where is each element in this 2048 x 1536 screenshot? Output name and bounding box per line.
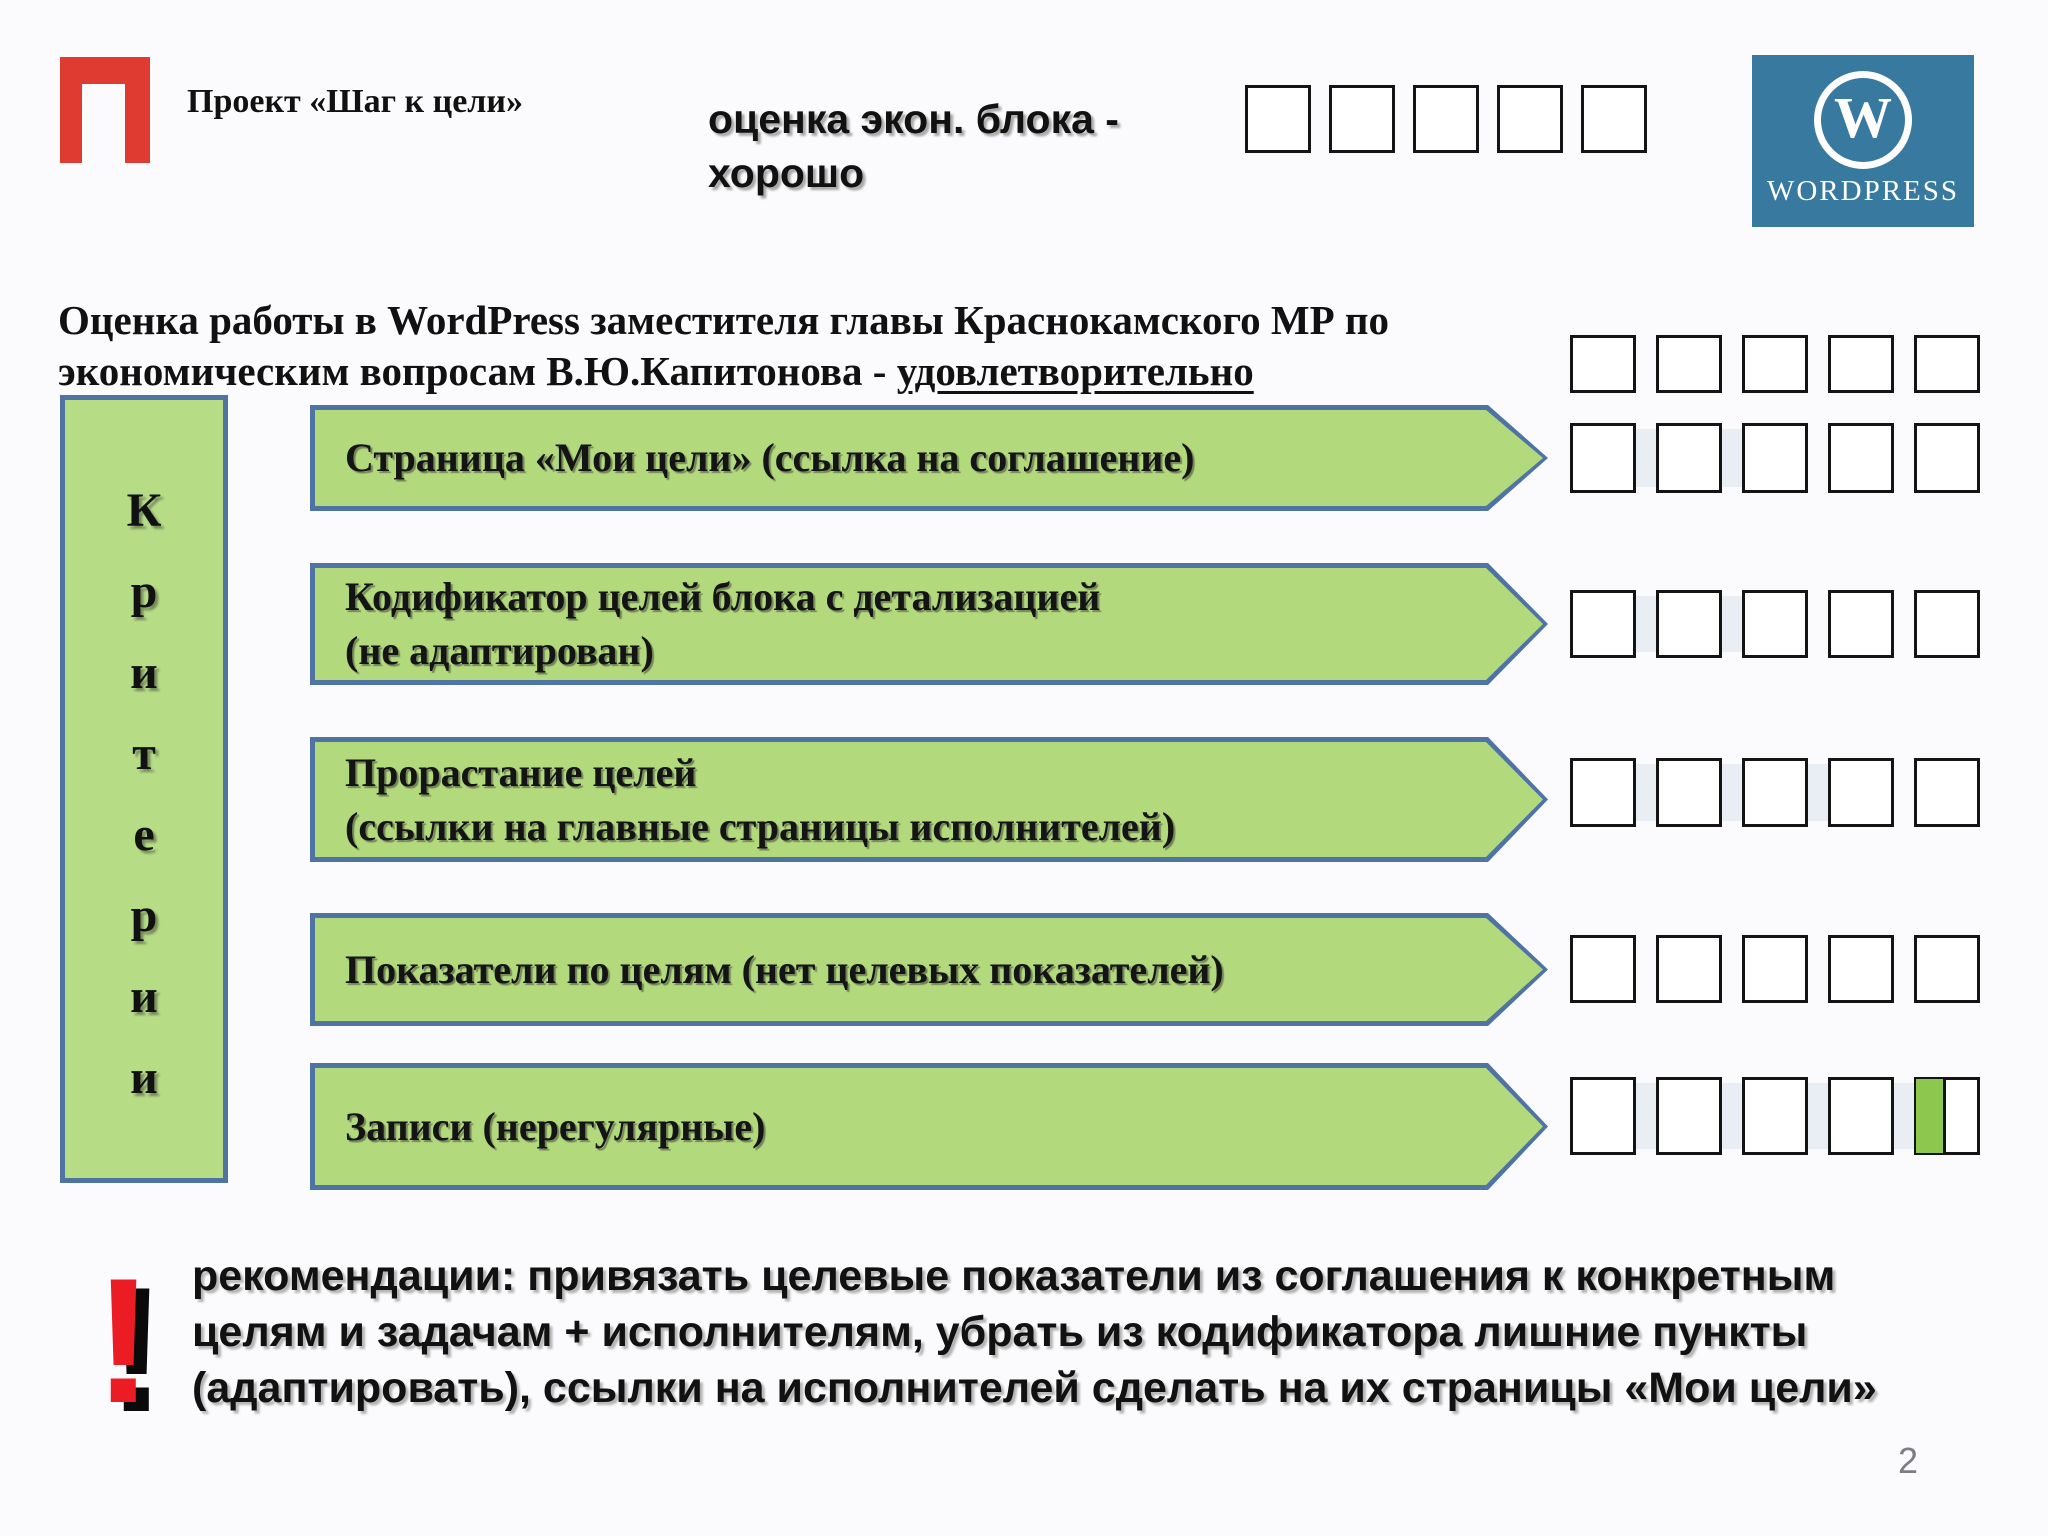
criterion-3-label-line2: (ссылки на главные страницы исполнителей… — [345, 803, 1176, 849]
rating-square-white — [1656, 935, 1722, 1003]
criterion-4-label: Показатели по целям (нет целевых показат… — [345, 946, 1224, 992]
rating-square-green — [1570, 1077, 1636, 1155]
heading-overall-grade: удовлетворительно — [896, 348, 1254, 394]
rating-square-white — [1570, 935, 1636, 1003]
rating-square-green — [1828, 1077, 1894, 1155]
criterion-arrow-3-body: Прорастание целей (ссылки на главные стр… — [315, 742, 1543, 857]
wordpress-monogram-letter: W — [1834, 85, 1892, 150]
criterion-arrow-1: Страница «Мои цели» (ссылка на соглашени… — [310, 405, 1548, 511]
recommendations-line1: рекомендации: привязать целевые показате… — [192, 1252, 1836, 1300]
rating-square-green — [1570, 423, 1636, 493]
criteria-letter: К — [126, 484, 162, 537]
criterion-arrow-1-body: Страница «Мои цели» (ссылка на соглашени… — [315, 410, 1543, 506]
rating-square-green — [1742, 335, 1808, 393]
econ-rating-line2: хорошо — [708, 150, 865, 196]
criterion-5-label: Записи (нерегулярные) — [345, 1103, 766, 1149]
criterion-arrow-2-body: Кодификатор целей блока с детализацией (… — [315, 568, 1543, 680]
wordpress-monogram-icon: W — [1814, 71, 1912, 169]
heading-line1: Оценка работы в WordPress заместителя гл… — [58, 297, 1389, 343]
criterion-1-label: Страница «Мои цели» (ссылка на соглашени… — [345, 435, 1195, 480]
criterion-arrow-4-body: Показатели по целям (нет целевых показат… — [315, 918, 1543, 1021]
criteria-letter: и — [130, 646, 158, 699]
rating-square-white — [1581, 85, 1647, 153]
heading-line2-prefix: экономическим вопросам В.Ю.Капитонова - — [58, 348, 897, 394]
wordpress-wordmark: WORDPRESS — [1766, 175, 1960, 207]
criteria-letter: и — [130, 970, 158, 1023]
rating-square-white — [1828, 423, 1894, 493]
criterion-1-rating-squares — [1570, 423, 1980, 493]
criterion-arrow-5: Записи (нерегулярные) — [310, 1063, 1548, 1190]
rating-square-green — [1742, 1077, 1808, 1155]
rating-square-white — [1828, 935, 1894, 1003]
page-number: 2 — [1898, 1440, 1919, 1481]
rating-square-white — [1914, 335, 1980, 393]
criterion-2-label-line2: (не адаптирован) — [345, 628, 654, 673]
econ-block-rating-label: оценка экон. блока - хорошо — [708, 92, 1228, 200]
rating-square-green — [1570, 590, 1636, 658]
rating-square-white — [1914, 590, 1980, 658]
rating-square-green — [1742, 590, 1808, 658]
rating-square-white — [1742, 935, 1808, 1003]
criterion-3-label: Прорастание целей — [345, 749, 697, 795]
project-logo-notch — [82, 84, 125, 163]
rating-square-light — [1413, 85, 1479, 153]
recommendations-line3: (адаптировать), ссылки на исполнителей с… — [192, 1364, 1877, 1412]
criterion-5-rating-squares — [1570, 1077, 1980, 1155]
slide-heading: Оценка работы в WordPress заместителя гл… — [58, 295, 1598, 397]
criterion-arrow-3: Прорастание целей (ссылки на главные стр… — [310, 737, 1548, 862]
rating-square-green — [1656, 590, 1722, 658]
criteria-letter: е — [133, 808, 155, 861]
rating-square-light — [1329, 85, 1395, 153]
rating-square-green — [1245, 85, 1311, 153]
rating-square-white — [1828, 335, 1894, 393]
rating-square-green — [1570, 335, 1636, 393]
rating-square-green — [1656, 423, 1722, 493]
recommendations-line2: целям и задачам + исполнителям, убрать и… — [192, 1308, 1808, 1356]
rating-square-partial-fill — [1916, 1079, 1946, 1153]
econ-rating-line1: оценка экон. блока - — [708, 96, 1119, 142]
rating-square-green — [1656, 758, 1722, 827]
criterion-4-rating-squares — [1570, 935, 1980, 1003]
rating-square-white — [1828, 590, 1894, 658]
overall-rating-squares — [1570, 335, 1980, 393]
rating-square-green — [1570, 758, 1636, 827]
rating-square-green — [1656, 1077, 1722, 1155]
criterion-2-label: Кодификатор целей блока с детализацией — [345, 574, 1101, 619]
criterion-2-rating-squares — [1570, 590, 1980, 658]
criteria-bar: К р и т е р и и — [60, 395, 228, 1183]
criterion-3-rating-squares — [1570, 758, 1980, 827]
rating-square-white — [1914, 423, 1980, 493]
criteria-letter: т — [132, 727, 156, 780]
criterion-arrow-5-body: Записи (нерегулярные) — [315, 1068, 1543, 1185]
rating-square-green — [1742, 423, 1808, 493]
rating-square-green — [1742, 758, 1808, 827]
econ-block-rating-squares — [1245, 85, 1647, 153]
rating-square-partial — [1914, 1077, 1980, 1155]
criterion-arrow-4: Показатели по целям (нет целевых показат… — [310, 913, 1548, 1026]
rating-square-white — [1914, 758, 1980, 827]
rating-square-green — [1656, 335, 1722, 393]
recommendations-text: рекомендации: привязать целевые показате… — [192, 1248, 1912, 1416]
criteria-letter: р — [130, 889, 158, 942]
criteria-letter: и — [130, 1051, 158, 1104]
criteria-letter: р — [130, 565, 158, 618]
criterion-arrow-2: Кодификатор целей блока с детализацией (… — [310, 563, 1548, 685]
rating-square-green — [1828, 758, 1894, 827]
rating-square-white — [1914, 935, 1980, 1003]
project-logo-icon — [60, 57, 150, 163]
rating-square-green — [1497, 85, 1563, 153]
exclamation-icon: ! — [94, 1241, 154, 1440]
project-title: Проект «Шаг к цели» — [187, 83, 523, 120]
wordpress-logo: W WORDPRESS — [1752, 55, 1974, 227]
